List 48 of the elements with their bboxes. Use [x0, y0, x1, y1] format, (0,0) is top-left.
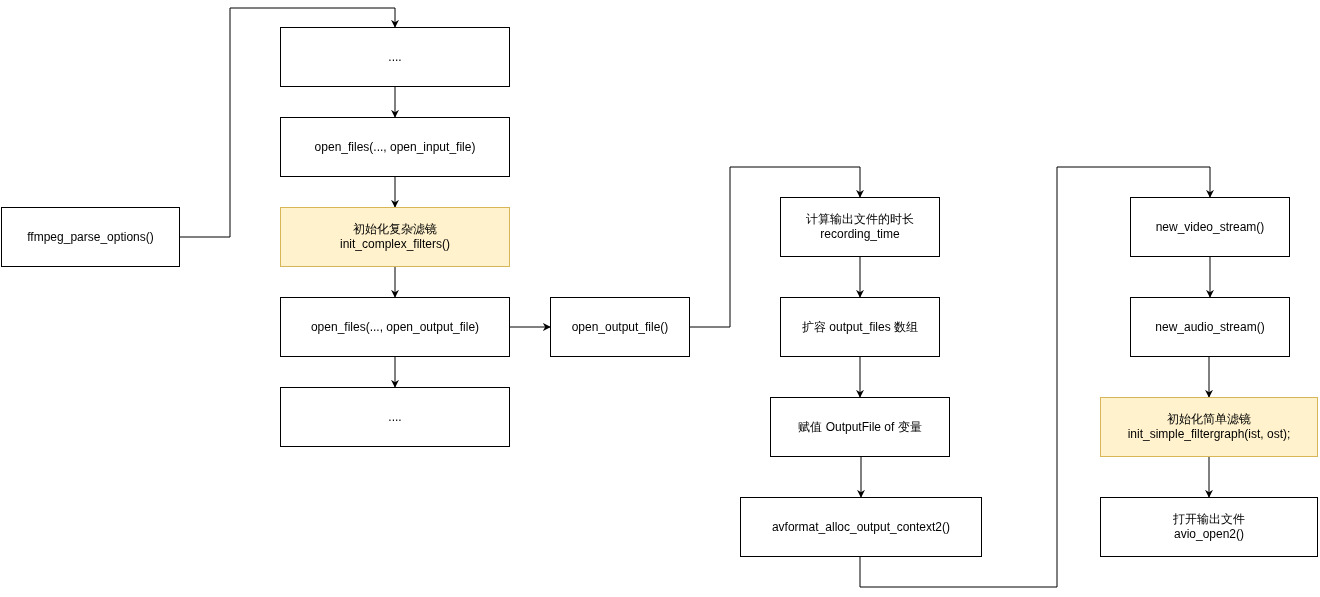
process-box	[1130, 197, 1290, 257]
node-text: avio_open2()	[1173, 527, 1245, 542]
process-box	[280, 297, 510, 357]
node-text: new_audio_stream()	[1155, 319, 1265, 335]
arrow	[509, 323, 551, 331]
process-box	[550, 297, 690, 357]
node-text: open_files(..., open_output_file)	[310, 319, 480, 335]
process-box	[1, 207, 180, 267]
node-text: ....	[388, 409, 402, 425]
arrow	[856, 256, 864, 298]
arrow	[391, 86, 399, 118]
node-text: ....	[388, 49, 402, 65]
node-text: init_simple_filtergraph(ist, ost);	[1127, 427, 1291, 442]
node-text: open_output_file()	[571, 319, 669, 335]
node-text: 计算输出文件的时长	[806, 212, 914, 227]
arrow	[391, 266, 399, 298]
process-box	[780, 297, 940, 357]
highlighted-process-box	[280, 207, 510, 267]
process-box	[770, 397, 950, 457]
node-text: 赋值 OutputFile of 变量	[798, 419, 922, 435]
process-box	[780, 197, 940, 257]
node-text: avformat_alloc_output_context2()	[771, 519, 951, 535]
node-text: 初始化复杂滤镜	[353, 222, 437, 237]
highlighted-process-box	[1100, 397, 1318, 457]
node-text: 初始化简单滤镜	[1167, 412, 1251, 427]
arrow	[689, 166, 864, 328]
process-box	[280, 117, 510, 177]
process-box	[280, 27, 510, 87]
arrow	[1205, 356, 1213, 398]
node-text: ffmpeg_parse_options()	[27, 229, 154, 245]
arrow	[391, 356, 399, 388]
process-box	[1100, 497, 1318, 557]
arrow	[391, 176, 399, 208]
process-box	[740, 497, 982, 557]
node-text: recording_time	[820, 227, 900, 242]
arrow	[179, 7, 399, 238]
node-text: open_files(..., open_input_file)	[314, 139, 476, 155]
process-box	[1130, 297, 1290, 357]
node-text: 打开输出文件	[1173, 512, 1245, 527]
node-text: init_complex_filters()	[339, 237, 450, 252]
arrow	[1206, 256, 1214, 298]
arrow	[1205, 456, 1213, 498]
node-text: 扩容 output_files 数组	[801, 319, 918, 335]
arrow	[857, 456, 865, 498]
node-text: new_video_stream()	[1155, 219, 1265, 235]
arrow	[856, 356, 864, 398]
process-box	[280, 387, 510, 447]
arrow	[859, 166, 1214, 588]
